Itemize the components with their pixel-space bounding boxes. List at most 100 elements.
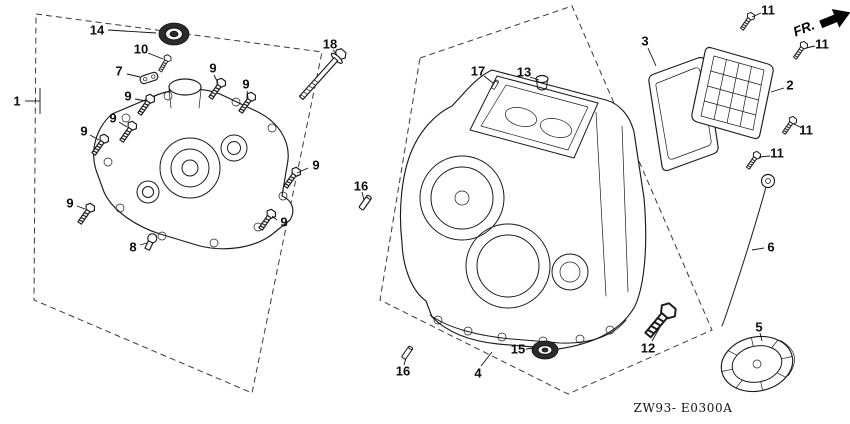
seal-center xyxy=(541,347,549,353)
cover-bolt-bosses xyxy=(103,91,288,248)
leader-line xyxy=(529,76,540,81)
leader-line xyxy=(770,87,785,93)
cylinder-bore-center xyxy=(454,190,470,206)
fr-arrow-icon xyxy=(819,9,850,29)
callout-9: 9 xyxy=(209,61,216,76)
bearing-boss-outer xyxy=(159,137,221,199)
leader-line xyxy=(403,357,407,366)
leader-line xyxy=(751,12,762,18)
callout-3: 3 xyxy=(641,34,648,49)
flange-bolt-bosses xyxy=(433,315,615,346)
cover-boss-2-hole xyxy=(142,186,154,198)
leader-line xyxy=(759,332,763,342)
cover-boss-2 xyxy=(136,180,160,204)
oil-passage-hole xyxy=(559,261,581,283)
bottom-flange-contour xyxy=(429,314,627,344)
callout-12: 12 xyxy=(641,341,655,356)
callout-9: 9 xyxy=(80,124,87,139)
block-silhouette xyxy=(399,69,647,350)
callout-4: 4 xyxy=(474,366,482,381)
seal-center xyxy=(169,30,179,38)
oil-filter-5 xyxy=(720,335,795,393)
filter-flutes xyxy=(721,337,793,391)
leader-line xyxy=(118,121,128,128)
oil-dipstick-6 xyxy=(721,173,776,327)
leader-line xyxy=(139,242,148,246)
leader-line xyxy=(483,75,494,84)
cylinder-bore-2-outer xyxy=(465,223,551,309)
leader-line xyxy=(134,98,147,102)
block-rib xyxy=(595,111,607,297)
bracket-hole-2 xyxy=(151,74,156,79)
leader-line xyxy=(480,351,493,367)
callout-13: 13 xyxy=(517,65,531,80)
oil-passage-boss xyxy=(551,253,589,291)
top-bore-opening xyxy=(505,107,537,127)
callout-16: 16 xyxy=(396,364,410,379)
leader-line xyxy=(751,247,765,251)
cover-boss-hole xyxy=(227,141,241,155)
callout-7: 7 xyxy=(115,64,122,79)
callout-6: 6 xyxy=(767,240,774,255)
top-deck-inner xyxy=(480,84,589,151)
leader-line xyxy=(332,49,338,56)
cylinder-bore-inner xyxy=(430,166,494,230)
callout-17: 17 xyxy=(471,64,485,79)
leader-line xyxy=(651,326,661,342)
bolt-shaft xyxy=(298,57,339,101)
cap-top xyxy=(535,74,549,84)
cylinder-block-boundary-box xyxy=(379,5,713,395)
bracket-plate-7 xyxy=(139,71,159,85)
leader-line xyxy=(296,167,309,174)
callout-11: 11 xyxy=(815,37,829,52)
dipstick-handle-hole xyxy=(765,178,771,184)
callout-18: 18 xyxy=(323,37,337,52)
leader-line xyxy=(805,45,816,49)
callout-10: 10 xyxy=(134,42,148,57)
block-rib-2 xyxy=(621,125,629,293)
drawing-code: ZW93- E0300A xyxy=(634,401,733,415)
cover-outline xyxy=(93,88,294,250)
callout-9: 9 xyxy=(280,215,287,230)
leader-line xyxy=(647,47,657,67)
filter-body-side xyxy=(780,340,795,377)
cylinder-bore-outer xyxy=(419,155,505,241)
callout-9: 9 xyxy=(109,111,116,126)
leader-line xyxy=(758,155,771,158)
valve-stem xyxy=(144,240,154,251)
bolt-threads xyxy=(300,79,319,98)
oil-seal-15 xyxy=(531,340,559,360)
gasket-inner xyxy=(655,67,712,160)
leader-line xyxy=(76,205,86,210)
cylinder-bore-2-inner xyxy=(476,234,540,298)
cap-cup xyxy=(536,78,548,91)
leader-line xyxy=(361,191,365,201)
leader-line xyxy=(271,215,278,221)
leader-line xyxy=(147,52,164,60)
callout-15: 15 xyxy=(511,342,525,357)
breather-cover-2 xyxy=(691,46,774,140)
cylinder-block-drawing xyxy=(399,69,647,350)
bearing-boss-mid xyxy=(170,148,210,188)
callout-5: 5 xyxy=(755,320,762,335)
dipstick-tip xyxy=(721,317,726,327)
callout-16: 16 xyxy=(354,179,368,194)
valve-part-8 xyxy=(144,233,158,251)
callout-11: 11 xyxy=(770,146,784,161)
callout-2: 2 xyxy=(786,78,793,93)
callout-9: 9 xyxy=(124,89,131,104)
cover-boss xyxy=(220,134,248,162)
callout-9: 9 xyxy=(66,196,73,211)
filler-neck xyxy=(168,78,202,96)
top-deck-opening xyxy=(469,75,599,159)
leader-line xyxy=(246,90,249,99)
oil-seal-14 xyxy=(158,22,190,46)
leader-line xyxy=(126,73,141,78)
crankcase-side-cover-drawing xyxy=(93,78,294,250)
cover-2-grid xyxy=(703,59,762,127)
leader-line xyxy=(793,123,801,128)
callout-14: 14 xyxy=(90,23,105,38)
callout-labels: 14 10 7 1 9 9 9 9 9 9 9 9 8 18 16 17 13 … xyxy=(13,3,828,381)
